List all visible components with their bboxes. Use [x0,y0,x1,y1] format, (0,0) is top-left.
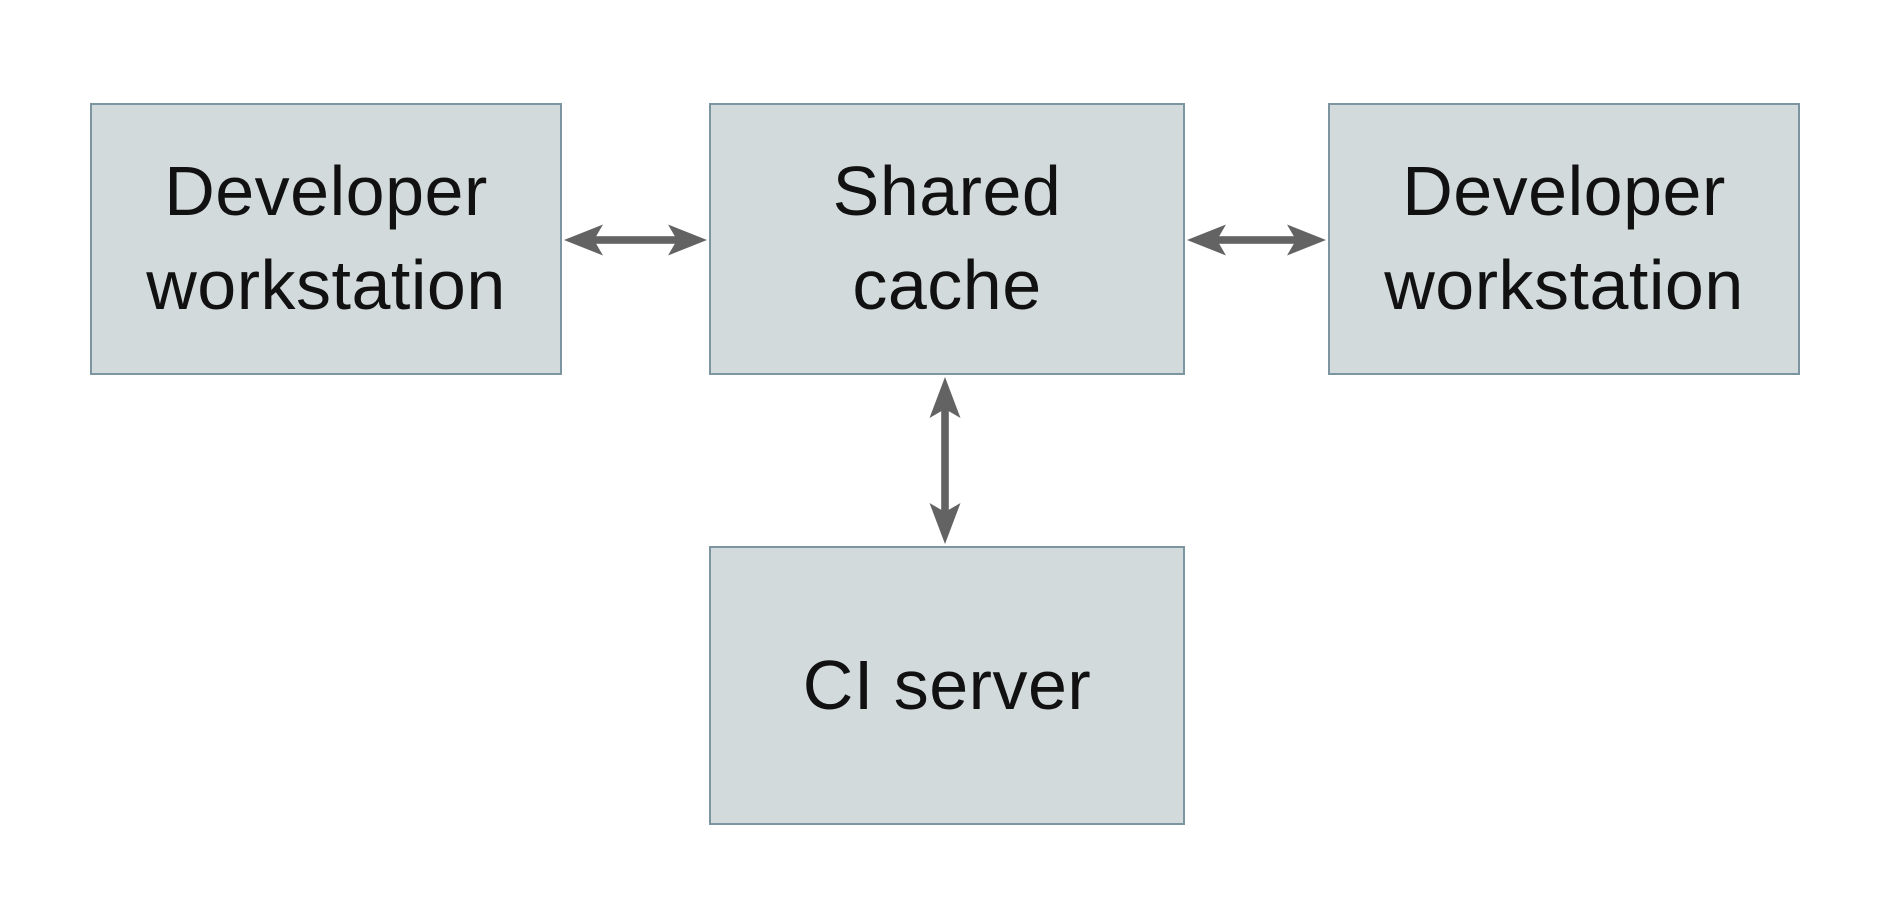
node-ci-server-label: CI server [802,645,1092,724]
node-developer-workstation-left: Developer workstation [90,103,562,375]
double-arrow-horizontal-icon [564,224,707,256]
arrow-shared-cache-workstation-right [1187,224,1326,256]
node-shared-cache-label: Shared cache [832,152,1062,324]
node-ci-server: CI server [709,546,1185,825]
node-developer-workstation-right-label: Developer workstation [1384,152,1744,324]
double-arrow-horizontal-icon [1187,224,1326,256]
double-arrow-vertical-icon [929,377,961,544]
node-developer-workstation-left-label: Developer workstation [146,152,506,324]
node-shared-cache: Shared cache [709,103,1185,375]
arrow-shared-cache-ci-server [929,377,961,544]
node-developer-workstation-right: Developer workstation [1328,103,1800,375]
arrow-workstation-left-shared-cache [564,224,707,256]
